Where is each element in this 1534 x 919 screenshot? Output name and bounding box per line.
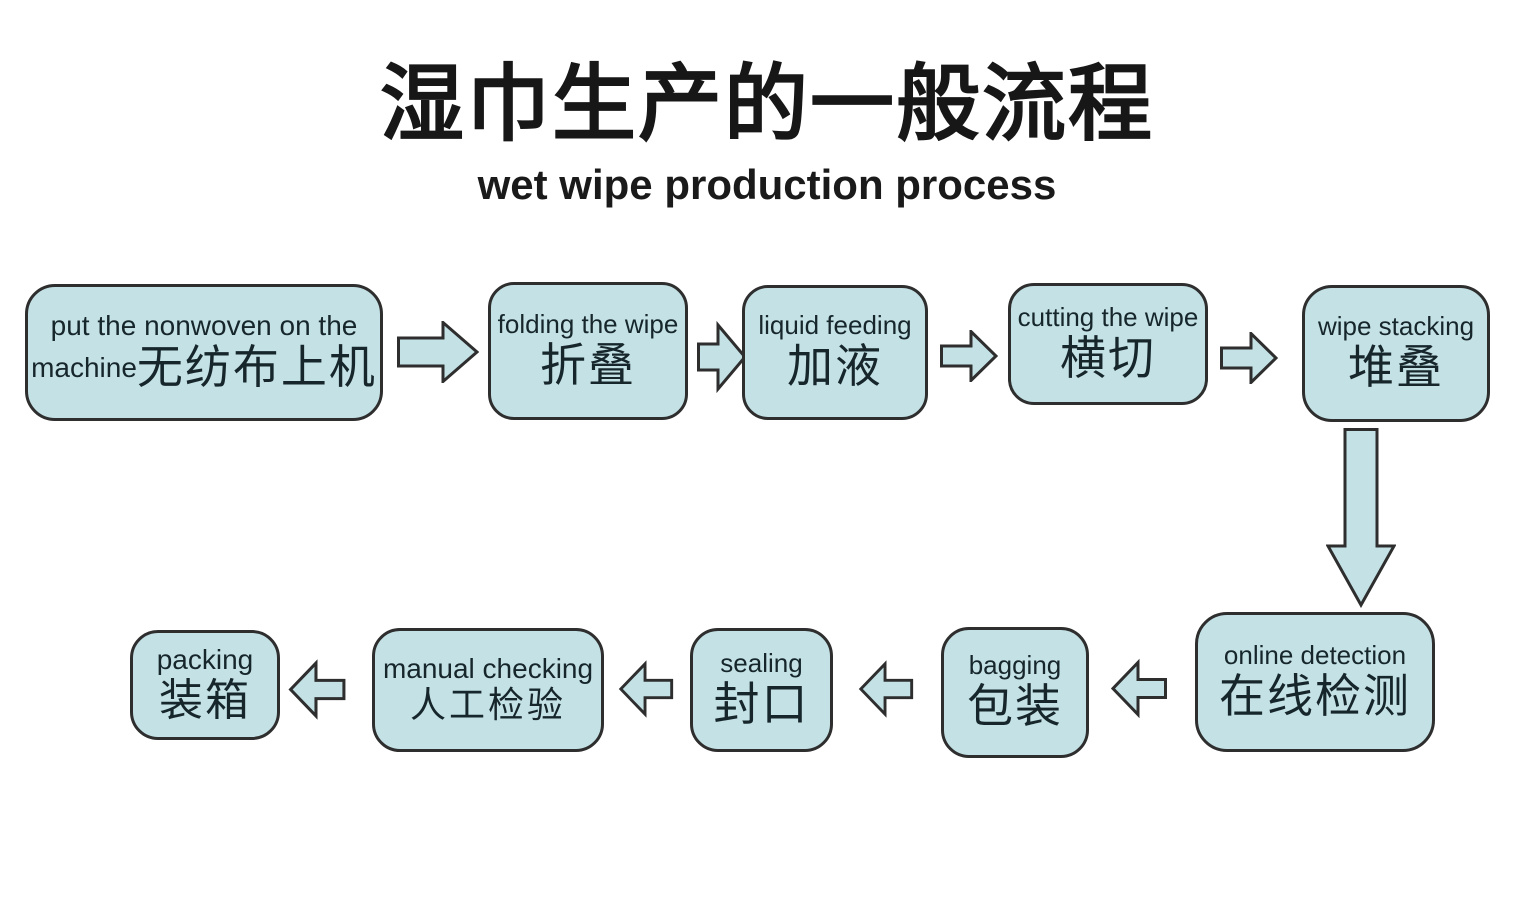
- node-label-cn: 加液: [787, 341, 883, 392]
- arrow-left-icon: [288, 659, 346, 720]
- node-label-en: packing: [156, 643, 254, 675]
- node-label-cn: 无纺布上机: [136, 342, 377, 394]
- node-label-cn: 在线检测: [1219, 670, 1411, 722]
- node-stacking: wipe stacking 堆叠: [1302, 285, 1490, 422]
- node-label-cn: 折叠: [540, 339, 636, 391]
- node-online-detection: online detection 在线检测: [1195, 612, 1435, 752]
- arrow-left-icon: [618, 660, 674, 718]
- page-title: 湿巾生产的一般流程: [379, 59, 1154, 152]
- node-label-en: put the nonwoven on the: [50, 309, 358, 341]
- node-put-nonwoven: put the nonwoven on the machine无纺布上机: [25, 284, 383, 421]
- node-label-cn: 堆叠: [1348, 342, 1444, 393]
- node-label-cn: 横切: [1060, 332, 1156, 384]
- node-label-en: wipe stacking: [1317, 311, 1475, 342]
- arrow-right-icon: [940, 330, 998, 382]
- node-cutting: cutting the wipe 横切: [1008, 283, 1208, 405]
- arrow-left-icon: [1111, 658, 1167, 719]
- node-label-cn: 封口: [713, 678, 810, 730]
- arrow-right-icon: [697, 320, 747, 394]
- node-label-cn: 装箱: [159, 675, 251, 725]
- node-liquid-feeding: liquid feeding 加液: [742, 285, 928, 420]
- arrow-right-icon: [397, 321, 479, 383]
- node-label-en: liquid feeding: [758, 310, 912, 341]
- arrow-right-icon: [1220, 332, 1278, 384]
- node-folding: folding the wipe 折叠: [488, 282, 688, 420]
- node-packing: packing 装箱: [130, 630, 280, 740]
- node-label-en: folding the wipe: [497, 308, 679, 339]
- arrow-left-icon: [858, 660, 914, 718]
- page-subtitle: wet wipe production process: [477, 160, 1057, 208]
- node-label-en: online detection: [1223, 639, 1407, 670]
- node-label-en: bagging: [968, 650, 1062, 681]
- node-label-cn: 包装: [967, 681, 1063, 732]
- node-label-line2: machine无纺布上机: [31, 342, 377, 395]
- node-sealing: sealing 封口: [690, 628, 833, 752]
- node-label-cn: 人工检验: [409, 685, 566, 726]
- node-label-en: manual checking: [382, 653, 594, 685]
- page-header: 湿巾生产的一般流程 wet wipe production process: [0, 58, 1534, 208]
- node-label-en: machine: [31, 352, 137, 384]
- node-label-en: cutting the wipe: [1017, 301, 1199, 332]
- node-bagging: bagging 包装: [941, 627, 1089, 758]
- node-manual-checking: manual checking 人工检验: [372, 628, 604, 752]
- arrow-down-icon: [1326, 428, 1396, 608]
- node-label-en: sealing: [720, 647, 803, 678]
